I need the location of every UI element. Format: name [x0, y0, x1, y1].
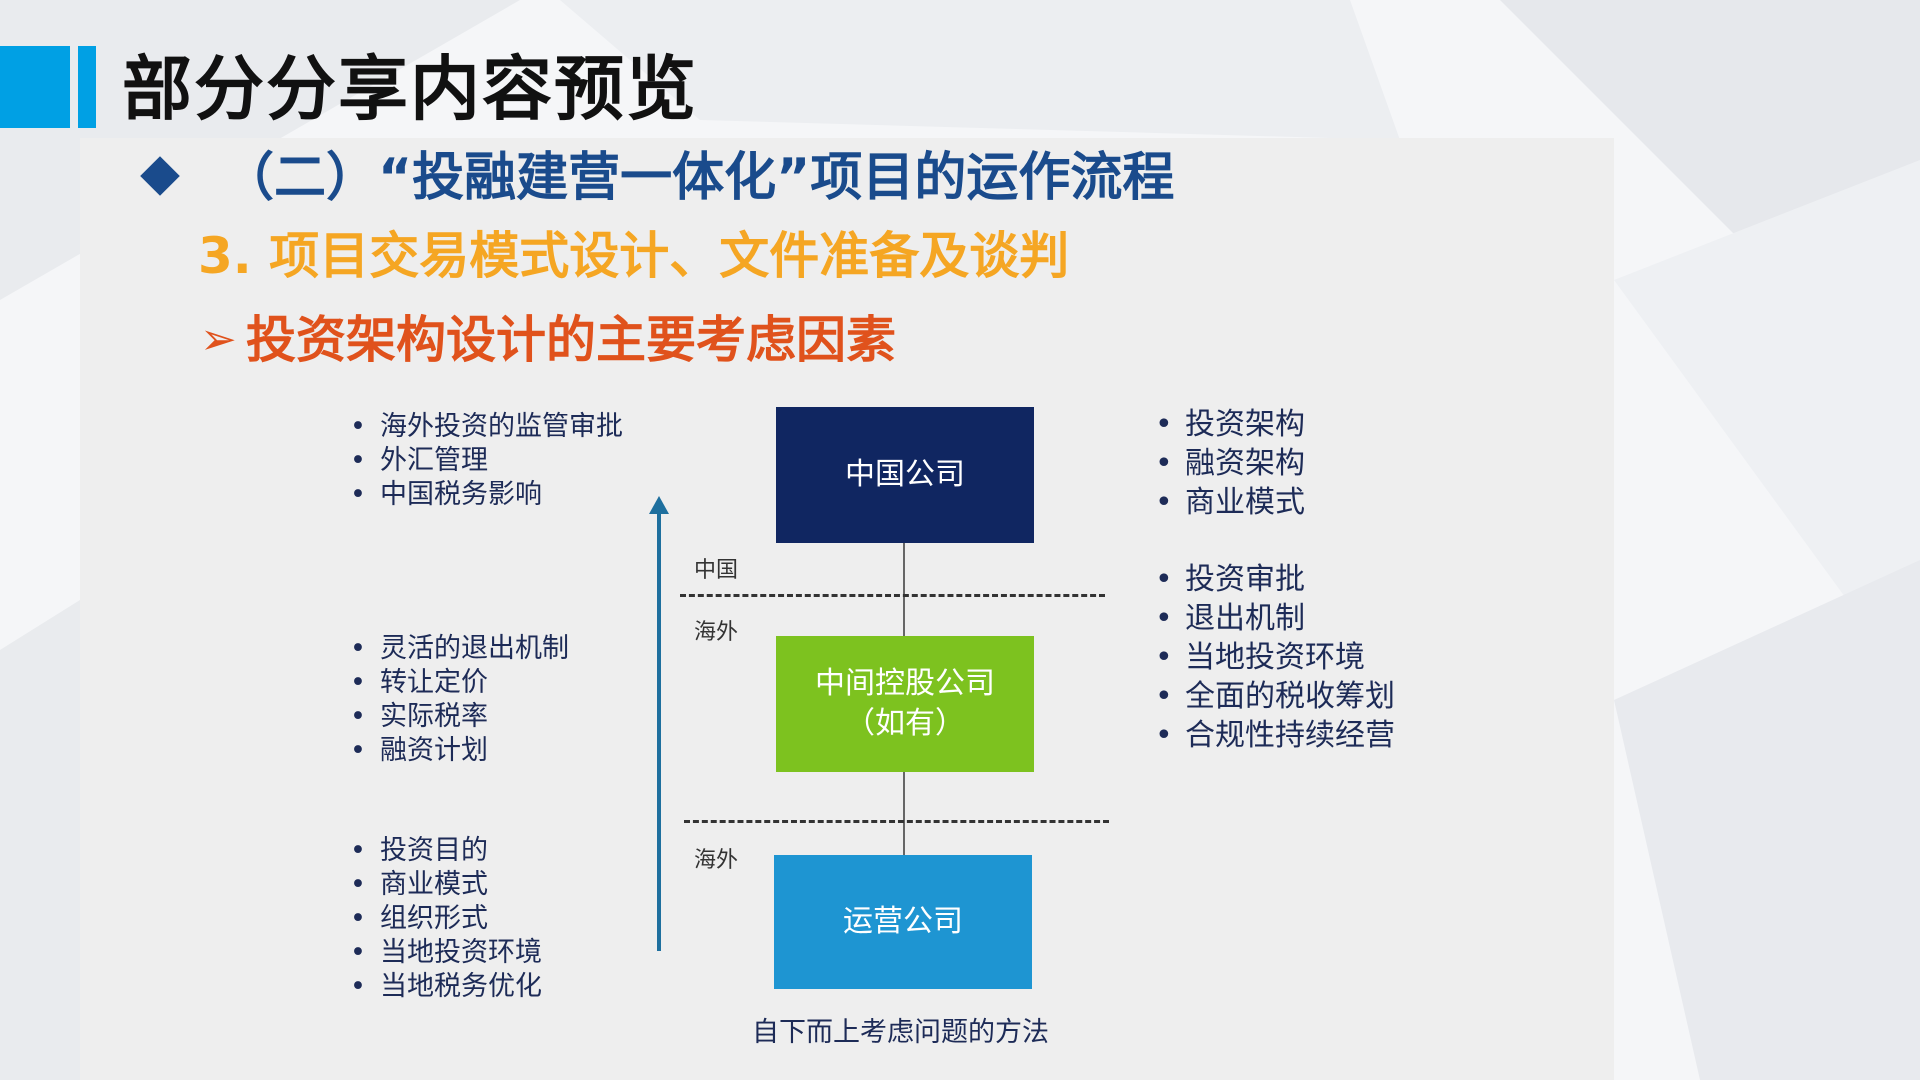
- list-item: 全面的税收筹划: [1155, 677, 1395, 716]
- list-item: 当地投资环境: [350, 936, 542, 970]
- up-arrow-icon: [649, 496, 669, 514]
- left-list-group-2: 灵活的退出机制 转让定价 实际税率 融资计划: [350, 632, 569, 768]
- right-list-group-2: 投资审批 退出机制 当地投资环境 全面的税收筹划 合规性持续经营: [1155, 560, 1395, 755]
- title-accent-bar: [0, 46, 70, 128]
- box-china-company: 中国公司: [776, 407, 1034, 543]
- left-list-group-1: 海外投资的监管审批 外汇管理 中国税务影响: [350, 410, 623, 512]
- list-item: 合规性持续经营: [1155, 716, 1395, 755]
- list-item: 外汇管理: [350, 444, 623, 478]
- list-item: 商业模式: [1155, 483, 1305, 522]
- list-item: 融资计划: [350, 734, 569, 768]
- divider-overseas: [684, 820, 1109, 823]
- list-item: 投资目的: [350, 834, 542, 868]
- list-item: 退出机制: [1155, 599, 1395, 638]
- list-item: 海外投资的监管审批: [350, 410, 623, 444]
- box-operating-company-label: 运营公司: [843, 904, 963, 939]
- subsection-heading: 3. 项目交易模式设计、文件准备及谈判: [198, 227, 1070, 285]
- list-item: 灵活的退出机制: [350, 632, 569, 666]
- list-item: 投资架构: [1155, 405, 1305, 444]
- list-item: 当地投资环境: [1155, 638, 1395, 677]
- list-item: 融资架构: [1155, 444, 1305, 483]
- connector-line-lower: [903, 772, 905, 855]
- section-heading: （二）“投融建营一体化”项目的运作流程: [222, 148, 1175, 208]
- label-overseas-upper: 海外: [694, 620, 739, 645]
- box-china-company-label: 中国公司: [845, 457, 965, 492]
- list-item: 中国税务影响: [350, 478, 623, 512]
- list-item: 实际税率: [350, 700, 569, 734]
- list-item: 商业模式: [350, 868, 542, 902]
- label-china: 中国: [694, 558, 739, 583]
- title-accent-bar-thin: [78, 46, 96, 128]
- divider-china-overseas: [680, 594, 1105, 597]
- diagram-caption: 自下而上考虑问题的方法: [752, 1017, 1049, 1048]
- up-arrow-shaft: [657, 506, 661, 951]
- box-holding-company-label: 中间控股公司: [815, 666, 995, 701]
- right-list-group-1: 投资架构 融资架构 商业模式: [1155, 405, 1305, 522]
- topic-heading: 投资架构设计的主要考虑因素: [246, 311, 896, 369]
- box-holding-company-note: （如有）: [845, 706, 965, 741]
- left-list-group-3: 投资目的 商业模式 组织形式 当地投资环境 当地税务优化: [350, 834, 542, 1004]
- list-item: 当地税务优化: [350, 970, 542, 1004]
- list-item: 投资审批: [1155, 560, 1395, 599]
- arrow-bullet-icon: ➢: [200, 314, 237, 365]
- list-item: 转让定价: [350, 666, 569, 700]
- page-title: 部分分享内容预览: [122, 48, 698, 130]
- connector-line-upper: [903, 543, 905, 636]
- label-overseas-lower: 海外: [694, 848, 739, 873]
- box-holding-company: 中间控股公司 （如有）: [776, 636, 1034, 772]
- box-operating-company: 运营公司: [774, 855, 1032, 989]
- list-item: 组织形式: [350, 902, 542, 936]
